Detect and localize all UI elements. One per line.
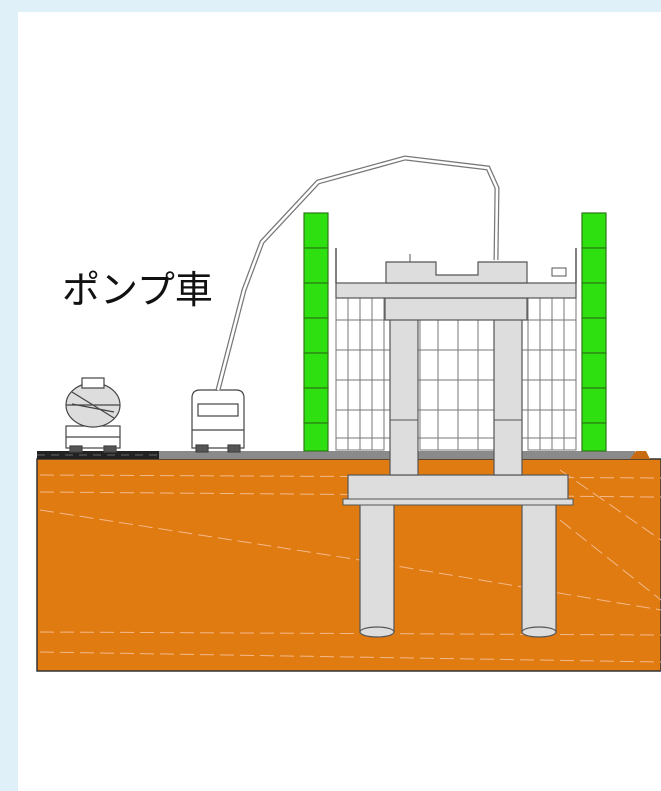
formwork-left: [303, 212, 329, 452]
mixer-truck: [65, 377, 121, 453]
foundation-piles: [359, 503, 557, 638]
pump-truck-label: ポンプ車: [62, 268, 213, 312]
road-surface: [37, 451, 650, 459]
pump-truck: [191, 389, 245, 453]
pier-footing: [342, 474, 574, 506]
formwork-right: [581, 212, 607, 452]
pier-columns: [389, 314, 523, 476]
pier-cap: [335, 248, 577, 321]
